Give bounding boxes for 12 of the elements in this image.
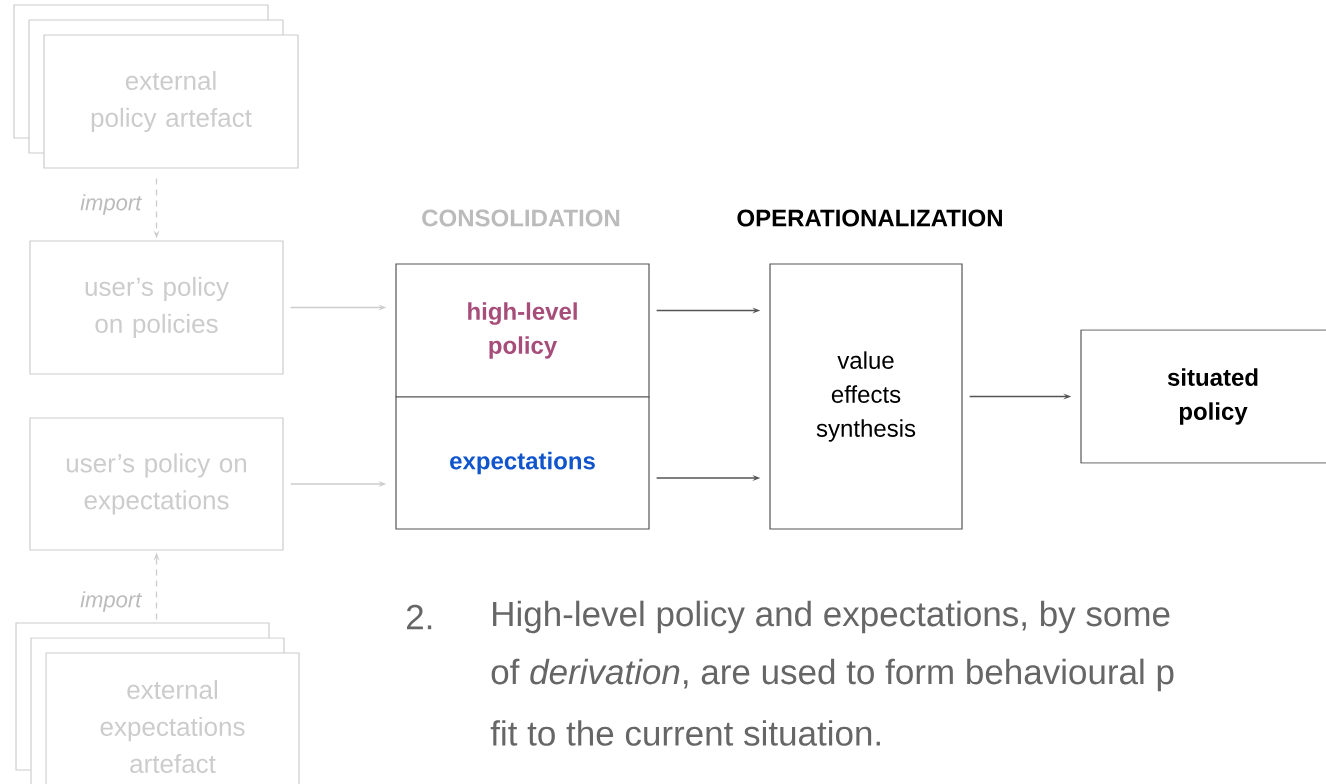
process-box: expectations	[395, 396, 650, 530]
list-number: 2.	[406, 604, 432, 630]
paragraph-line: fit to the current situation.	[490, 720, 880, 746]
output-box: situated policy	[1080, 329, 1326, 464]
paragraph-line: of derivation, are used to form behavioural p	[491, 658, 1174, 692]
section-heading: OPERATIONALIZATION	[737, 209, 1002, 227]
process-box: value effects synthesis	[769, 263, 963, 530]
process-box: high-level policy	[395, 263, 650, 398]
section-heading: CONSOLIDATION	[422, 209, 620, 227]
paragraph-line: High-level policy and expectations, by some	[493, 600, 1170, 634]
edge-label: import	[79, 193, 143, 216]
edge-label: import	[79, 590, 143, 613]
